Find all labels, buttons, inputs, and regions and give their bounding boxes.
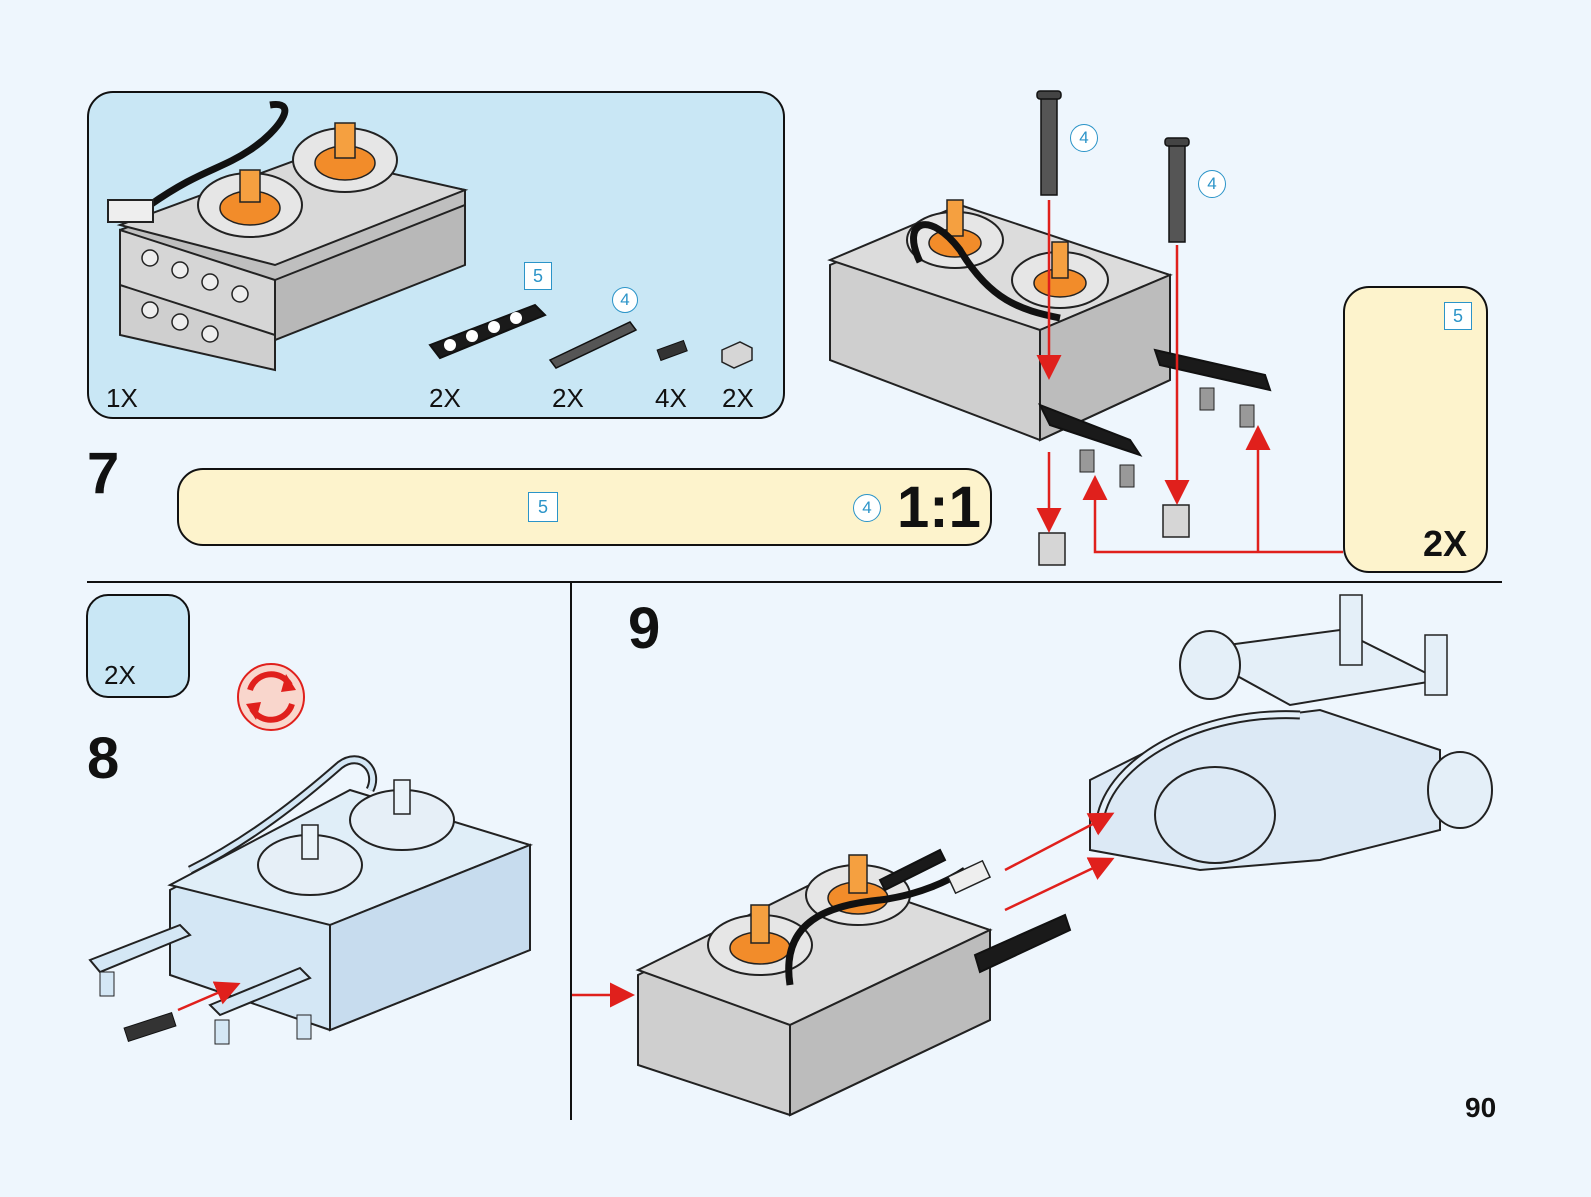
step-number-7: 7 [87, 441, 120, 506]
ruler-axle-length-tag: 4 [853, 494, 881, 522]
bush-illustration [721, 341, 753, 369]
axle-illustration [548, 321, 638, 369]
step7-axle-tag-1: 4 [1070, 124, 1098, 152]
parts-qty-servo-box: 1X [106, 383, 138, 413]
step7-bushes [1038, 504, 1190, 566]
callout-beam-length-tag: 5 [1444, 302, 1472, 330]
step8-parts-box [86, 594, 190, 698]
parts-beam-length-tag: 5 [524, 262, 552, 290]
step9-assembly [635, 848, 1072, 1117]
parts-qty-axle: 2X [552, 383, 584, 413]
scale-ratio-label: 1:1 [897, 475, 981, 540]
pin-connector-illustration [656, 339, 688, 362]
step9-chassis [1089, 594, 1493, 872]
rotate-icon [237, 663, 305, 731]
parts-axle-length-tag: 4 [612, 287, 638, 313]
step8-arrow [177, 981, 241, 1012]
step7-axle-tag-2: 4 [1198, 170, 1226, 198]
parts-qty-beam: 2X [429, 383, 461, 413]
step8-assembly [88, 755, 534, 1045]
step8-parts-quantity: 2X [104, 660, 136, 690]
step9-arrows [572, 812, 1115, 1008]
step7-axles [1036, 90, 1190, 243]
step7-arrows [1036, 200, 1343, 554]
step7-assembly [827, 199, 1272, 488]
page-number: 90 [1465, 1092, 1497, 1123]
callout-quantity: 2X [1423, 523, 1468, 564]
section-divider-horizontal [87, 581, 1502, 583]
step-number-9: 9 [628, 596, 661, 661]
beam-illustration [428, 303, 547, 360]
step-number-8: 8 [87, 726, 120, 791]
servo-box-illustration [107, 100, 469, 372]
step8-pin [123, 1011, 177, 1043]
parts-qty-pin-connector: 4X [655, 383, 687, 413]
step7-callout-box [1343, 286, 1488, 573]
ruler-beam-length-tag: 5 [528, 492, 558, 522]
parts-qty-bush: 2X [722, 383, 754, 413]
section-divider-vertical [570, 583, 572, 1120]
